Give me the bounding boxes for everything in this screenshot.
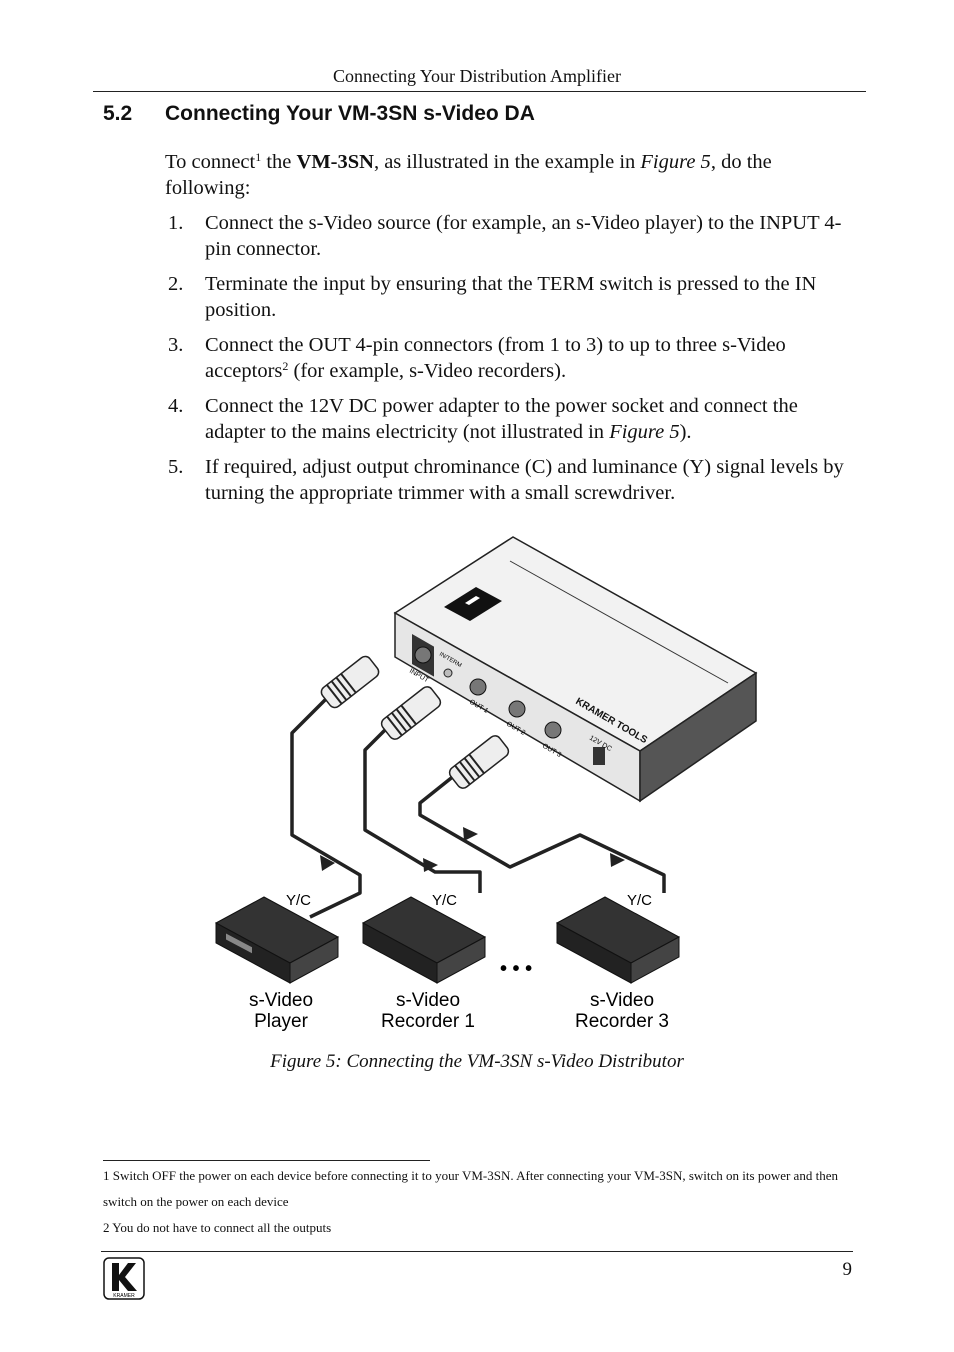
plug-icon	[448, 735, 510, 789]
step-text: Connect the 12V DC power adapter to the …	[205, 395, 798, 443]
footnote-ref-1[interactable]: 1	[255, 150, 262, 164]
figure-reference: Figure 5	[609, 421, 680, 443]
cable-recorder-3	[418, 773, 666, 893]
step-text-cont: ).	[679, 421, 692, 443]
header-rule	[93, 91, 866, 92]
device-label: s-Video	[590, 990, 654, 1011]
plug-icon	[380, 686, 442, 740]
device-label: Recorder 1	[381, 1011, 475, 1032]
footnote-1: 1 Switch OFF the power on each device be…	[103, 1168, 838, 1209]
step-number: 3.	[168, 334, 184, 356]
out1-connector	[469, 678, 487, 696]
list-item: 2. Terminate the input by ensuring that t…	[165, 271, 855, 323]
figure-reference: Figure 5	[640, 151, 711, 173]
arrow-icon	[320, 855, 335, 871]
cable-label: Y/C	[432, 892, 457, 909]
out2-connector	[508, 700, 526, 718]
cable-player	[290, 693, 362, 919]
footnote-rule	[103, 1160, 430, 1161]
power-socket	[593, 747, 605, 765]
input-connector	[412, 633, 434, 677]
intro-paragraph: To connect1 the VM-3SN, as illustrated i…	[165, 149, 855, 201]
device-label: s-Video	[249, 990, 313, 1011]
logo-text: KRAMER	[113, 1293, 135, 1299]
arrow-icon	[463, 827, 478, 841]
section-heading: 5.2 Connecting Your VM-3SN s-Video DA	[103, 102, 535, 126]
intro-text-4: , do the following:	[165, 151, 772, 199]
product-name: VM-3SN	[296, 151, 374, 173]
vm-3sn-device: KRAMER TOOLS INPUT IN/TERM OUT 1 OUT 2 O…	[393, 536, 758, 803]
footnote-2: 2 You do not have to connect all the out…	[103, 1220, 332, 1235]
plug-icon	[320, 655, 380, 709]
player-device	[214, 896, 340, 984]
recorder-1-device	[361, 896, 487, 984]
cable-recorder-1	[363, 723, 482, 893]
footnote-ref-2[interactable]: 2	[282, 359, 289, 373]
device-label: s-Video	[396, 990, 460, 1011]
step-text-cont: (for example, s-Video recorders).	[288, 360, 567, 382]
recorder-3-device	[555, 896, 681, 984]
arrow-icon	[610, 853, 625, 867]
step-text: If required, adjust output chrominance (…	[205, 456, 844, 504]
footer-rule	[101, 1251, 853, 1252]
ellipsis: • • •	[500, 958, 532, 980]
running-header: Connecting Your Distribution Amplifier	[333, 66, 621, 86]
step-text: Connect the s-Video source (for example,…	[205, 212, 842, 260]
step-number: 5.	[168, 456, 184, 478]
intro-text-2: the	[261, 151, 297, 173]
step-number: 4.	[168, 395, 184, 417]
cables	[290, 693, 666, 919]
list-item: 4. Connect the 12V DC power adapter to th…	[165, 393, 855, 445]
connection-diagram: KRAMER TOOLS INPUT IN/TERM OUT 1 OUT 2 O…	[214, 536, 758, 1032]
list-item: 1. Connect the s-Video source (for exampl…	[165, 210, 855, 262]
list-item: 3. Connect the OUT 4-pin connectors (from…	[165, 332, 855, 384]
section-number: 5.2	[103, 102, 133, 125]
intro-text-3: , as illustrated in the example in	[373, 151, 641, 173]
arrow-icon	[423, 858, 438, 872]
page-number: 9	[842, 1259, 853, 1280]
step-number: 2.	[168, 273, 184, 295]
device-label: Recorder 3	[575, 1011, 669, 1032]
kramer-logo-icon: KRAMER	[103, 1257, 145, 1300]
steps-list: 1. Connect the s-Video source (for exampl…	[165, 210, 855, 515]
term-switch	[443, 668, 453, 678]
list-item: 5. If required, adjust output chrominance…	[165, 454, 855, 506]
step-number: 1.	[168, 212, 184, 234]
intro-text-1: To connect	[165, 151, 256, 173]
figure-caption: Figure 5: Connecting the VM-3SN s-Video …	[270, 1051, 684, 1072]
step-text: Terminate the input by ensuring that the…	[205, 273, 817, 321]
out3-connector	[544, 721, 562, 739]
cable-label: Y/C	[286, 892, 311, 909]
device-label: Player	[254, 1011, 309, 1032]
cable-label: Y/C	[627, 892, 652, 909]
section-title: Connecting Your VM-3SN s-Video DA	[165, 102, 535, 125]
step-text: Connect the OUT 4-pin connectors (from 1…	[205, 334, 786, 382]
kramer-logo-icon	[444, 587, 502, 621]
